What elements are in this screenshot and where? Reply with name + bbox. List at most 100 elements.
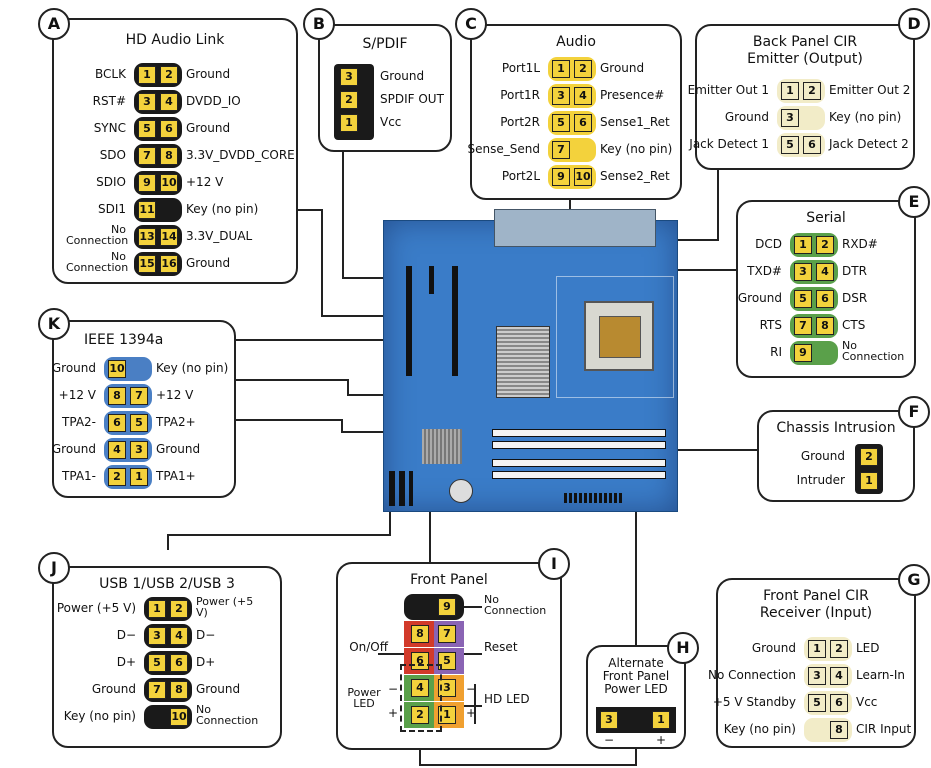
j-left-label-1: Power (+5 V) [56,601,136,615]
a-right-label-4: 3.3V_DVDD_CORE [186,148,295,162]
g-right-label-2: Learn-In [856,668,906,682]
e-right-label-1: RXD# [842,237,878,251]
e-pin-9: 9 [794,344,812,362]
j-pin-1: 1 [148,600,166,618]
a-left-label-7: No Connection [66,223,129,247]
e-pin-4: 4 [816,263,834,281]
alt-led-plus: + [656,733,667,747]
g-left-label-2: No Connection [707,668,796,682]
spdif-label-1: Ground [380,69,425,83]
pcie-slot-3 [429,266,434,294]
serial-title: Serial [806,210,846,226]
label-b-circle: B [303,8,335,40]
cpu-area [556,276,674,398]
c-left-label-4: Sense_Send [467,142,540,156]
a-left-label-2: RST# [92,94,126,108]
j-left-label-5: Key (no pin) [63,709,136,723]
label-a-circle: A [38,8,70,40]
a-left-label-5: SDIO [96,175,126,189]
c-right-label-5: Sense2_Ret [600,169,670,183]
d-pin-5: 5 [781,136,799,154]
a-pin-14: 14 [160,228,178,246]
e-left-label-3: Ground [737,291,782,305]
k-pin-3: 3 [130,441,148,459]
line-a [298,209,383,317]
a-pin-5: 5 [138,120,156,138]
j-right-label-3: D+ [196,655,216,669]
e-pin-2: 2 [816,236,834,254]
g-left-label-1: Ground [751,641,796,655]
spdif-label-3: Vcc [380,115,402,129]
j-pin-8: 8 [170,681,188,699]
front-panel-on-off-label: On/Off [349,640,388,654]
front-panel-title: Front Panel [410,572,488,588]
spdif-pin-2: 2 [340,91,358,109]
motherboard [383,209,678,512]
k-pin-8: 8 [108,387,126,405]
chipset-heatsink [496,326,550,398]
d-pin-2: 2 [803,82,821,100]
c-right-label-2: Presence# [600,88,665,102]
d-left-label-1: Emitter Out 1 [687,83,769,97]
e-right-label-4: CTS [842,318,866,332]
c-pin-4: 4 [574,87,592,105]
usb-title: USB 1/USB 2/USB 3 [99,576,235,592]
chassis-intrusion-title: Chassis Intrusion [776,420,896,436]
j-left-label-2: D− [116,628,136,642]
d-right-label-2: Key (no pin) [829,110,902,124]
a-left-label-8: No Connection [66,250,129,274]
io-panel [494,209,656,247]
c-pin-9: 9 [552,168,570,186]
front-panel-pin-9: 9 [438,598,456,616]
front-panel-leader-3 [464,705,482,707]
j-right-label-5: No Connection [196,703,259,727]
d-left-label-2: Ground [724,110,769,124]
front-panel-no-connection-label: No Connection [484,593,547,617]
a-pin-1: 1 [138,66,156,84]
dimm-slot-1 [492,429,666,437]
e-left-label-2: TXD# [747,264,782,278]
a-pin-2: 2 [160,66,178,84]
label-e-circle: E [898,186,930,218]
j-pin-6: 6 [170,654,188,672]
alt-led-minus: − [604,733,615,747]
front-panel-power-led-minus: − [388,682,399,696]
front-panel-hd-led-plus: + [466,706,477,720]
chassis-label-1: Ground [800,449,845,463]
k-left-label-1: Ground [51,361,96,375]
front-panel-hdled-bracket [474,684,476,724]
d-pin-6: 6 [803,136,821,154]
d-left-label-3: Jack Detect 1 [689,137,769,151]
g-pin-2: 2 [830,640,848,658]
e-left-label-4: RTS [759,318,782,332]
e-pin-5: 5 [794,290,812,308]
k-right-label-5: TPA1+ [156,469,196,483]
label-h-circle: H [667,632,699,664]
label-g-circle: G [898,564,930,596]
a-pin-4: 4 [160,93,178,111]
a-pin-15: 15 [138,255,156,273]
front-panel-onoff-leader [378,653,404,655]
g-left-label-3: +5 V Standby [712,695,796,709]
j-pin-4: 4 [170,627,188,645]
d-right-label-3: Jack Detect 2 [829,137,909,151]
a-right-label-6: Key (no pin) [186,202,259,216]
front-panel-leader-1 [464,606,482,608]
label-f-circle: F [898,396,930,428]
spdif-pin-1: 1 [340,114,358,132]
c-pin-5: 5 [552,114,570,132]
k-right-label-1: Key (no pin) [156,361,229,375]
pin-header-row [564,493,624,503]
c-pin-1: 1 [552,60,570,78]
k-pin-4: 4 [108,441,126,459]
chassis-label-2: Intruder [796,473,845,487]
dimm-slot-2 [492,441,666,449]
ich-chip [422,429,462,464]
c-left-label-1: Port1L [501,61,540,75]
